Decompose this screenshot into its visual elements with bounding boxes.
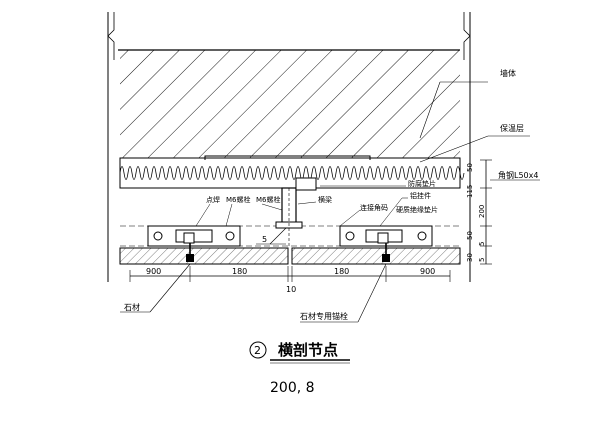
bottom-dimensions: 900 180 10 180 900 [129, 266, 451, 294]
label-angle-steel: 角钢L50x4 [498, 170, 538, 180]
dim-50-mid: 50 [466, 231, 474, 240]
label-aluminum-pendant: 铝挂件 [410, 191, 431, 200]
right-dimensions: 50 115 200 50 5 30 5 [466, 159, 492, 265]
label-spot-weld: 点焊 [206, 195, 220, 204]
label-crossbeam: 横梁 [318, 195, 332, 204]
dim-10: 10 [286, 285, 296, 294]
label-hard-pad: 硬质绝缘垫片 [396, 205, 438, 214]
label-connector: 连接角码 [360, 203, 388, 212]
drawing-title: 2 横剖节点 200, 8 [249, 341, 350, 396]
cavity-lines [120, 225, 460, 247]
stone-panels [119, 247, 461, 265]
dim-115: 115 [466, 185, 474, 198]
dim-900-right: 900 [420, 267, 435, 276]
dim-50-top: 50 [466, 163, 474, 172]
label-stone-anchor: 石材专用锚栓 [300, 311, 348, 321]
title-text: 横剖节点 [278, 341, 338, 359]
dim-5: 5 [262, 235, 267, 244]
left-leaders: 点焊 M6螺栓 M6螺栓 横梁 [195, 195, 332, 227]
title-number: 2 [254, 344, 261, 357]
dim-180-left: 180 [232, 267, 247, 276]
label-m6-bolt-2: M6螺栓 [256, 195, 281, 204]
label-insulation: 保温层 [500, 123, 524, 133]
dim-200: 200 [478, 205, 486, 218]
title-scale: 200, 8 [270, 380, 315, 396]
wall-body [107, 12, 471, 159]
label-m6-bolt-1: M6螺栓 [226, 195, 251, 204]
left-clip [147, 225, 241, 262]
right-leaders: 墙体 保温层 角钢L50x4 防腐垫片 铝挂件 连接角码 硬质绝缘垫片 [320, 68, 540, 227]
dim-5-low: 5 [478, 258, 486, 262]
dim-180-right: 180 [334, 267, 349, 276]
bottom-leaders: 石材 石材专用锚栓 [120, 263, 387, 323]
label-wall: 墙体 [500, 68, 516, 78]
dim-30: 30 [466, 253, 474, 262]
dim-900-left: 900 [146, 267, 161, 276]
label-stone: 石材 [124, 302, 140, 312]
angle-steel-bracket [204, 155, 371, 246]
label-waterproof: 防腐垫片 [408, 179, 436, 188]
dim-5-mid: 5 [478, 242, 486, 246]
right-clip [339, 225, 433, 262]
small-dim-5: 5 [256, 227, 287, 245]
